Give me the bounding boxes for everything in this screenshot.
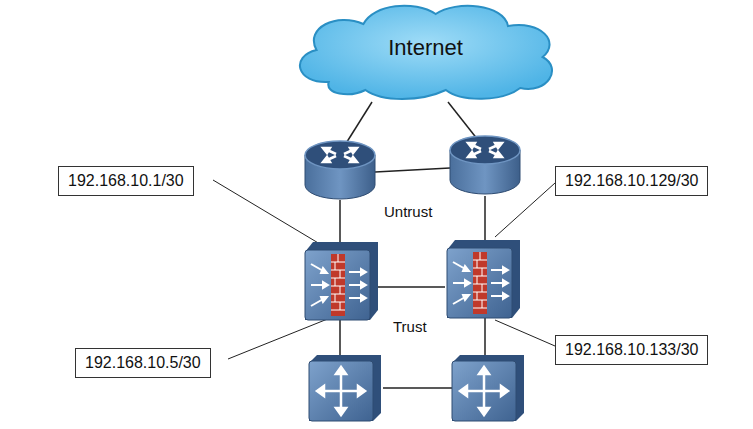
address-box: 192.168.10.5/30	[75, 348, 211, 378]
address-box: 192.168.10.133/30	[555, 335, 708, 365]
zone-label: Untrust	[384, 203, 432, 220]
ip-address: 192.168.10.129/30	[565, 171, 698, 191]
address-box: 192.168.10.1/30	[58, 166, 194, 196]
cloud-label: Internet	[288, 35, 563, 61]
ip-address: 192.168.10.1/30	[68, 171, 184, 191]
internet-cloud: Internet	[288, 0, 563, 104]
ip-address: 192.168.10.5/30	[85, 353, 201, 373]
zone-label: Trust	[393, 318, 427, 335]
ip-address: 192.168.10.133/30	[565, 340, 698, 360]
address-box: 192.168.10.129/30	[555, 166, 708, 196]
